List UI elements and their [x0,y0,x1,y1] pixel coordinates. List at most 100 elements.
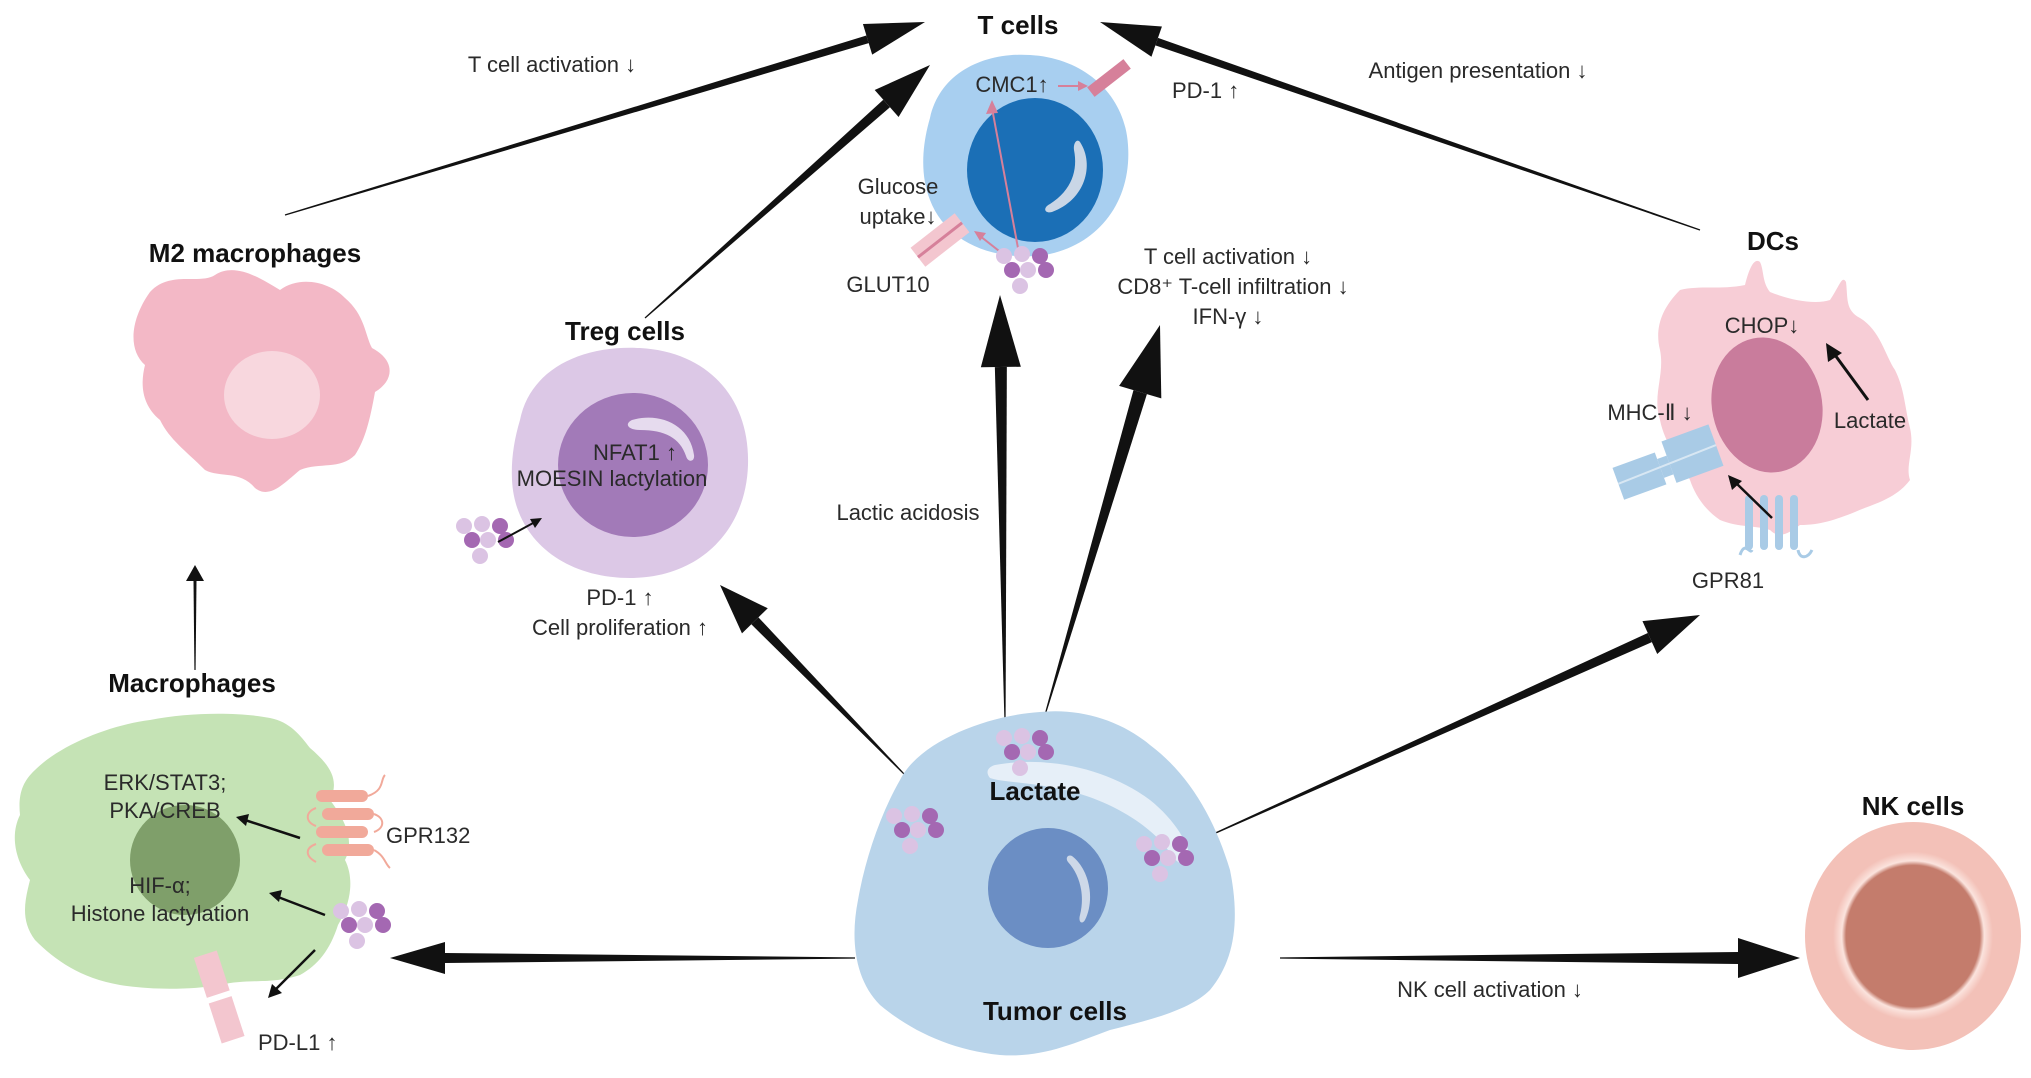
t-cells-title: T cells [978,10,1059,40]
lactate-molecule [996,730,1012,746]
lactate-cluster [456,516,514,564]
arrow-treg-to-tcells-shaft [644,99,890,319]
tumor-cells-title: Tumor cells [983,996,1127,1026]
m2-macrophages-title: M2 macrophages [149,238,361,268]
mhc2-receptor [1612,424,1724,500]
gpr132-receptor [306,774,391,869]
arrow-dc-to-tcells-shaft [1155,37,1701,231]
cmc1-label: CMC1↑ [975,72,1048,97]
lactate-cluster [886,806,944,854]
arrow-tumor-to-tcells [980,295,1021,721]
macrophage-pathway-2a: HIF-α; [129,873,191,898]
macrophage-pathway-1a: ERK/STAT3; [104,770,227,795]
t-cell [910,54,1131,294]
tumor-cell-nucleus [988,828,1108,948]
lactate-molecule [492,518,508,534]
dendritic-cell [1612,260,1912,559]
lactate-molecule [928,822,944,838]
macrophage-pathway-1b: PKA/CREB [109,798,220,823]
t-cell-effect-2: CD8⁺ T-cell infiltration ↓ [1117,274,1348,299]
lactate-molecule [1032,730,1048,746]
arrow-macrophage-to-m2-head [186,565,204,581]
arrowhead [974,231,986,241]
lactate-molecule [922,808,938,824]
lactate-molecule [351,901,367,917]
lactate-molecule [1014,246,1030,262]
lactate-molecule [886,808,902,824]
t-cell-nucleus-highlight [1045,140,1087,213]
lactate-molecule [341,917,357,933]
t-cell-effect-3: IFN-γ ↓ [1193,304,1264,329]
treg-cell-nucleus [558,393,708,537]
lactate-molecule [1038,744,1054,760]
lactate-molecule [349,933,365,949]
dc-lactate-label: Lactate [1834,408,1906,433]
tumor-nucleus-highlight [1066,855,1091,923]
arrow-tumor-to-treg-head [720,585,768,634]
nk-cell-nucleus [1851,866,1975,1006]
lactate-molecule [1020,262,1036,278]
lactate-molecule [1012,278,1028,294]
edge-label-m2-to-t: T cell activation ↓ [468,52,636,77]
lactate-molecule [910,822,926,838]
lactate-molecule [904,806,920,822]
lactate-cluster [1136,834,1194,882]
arrow-tumor-to-macrophage-head [390,942,445,974]
lactate-molecule [456,518,472,534]
arrow-dc-to-tcells-head [1100,22,1162,57]
lactate-molecule [1038,262,1054,278]
dcs-title: DCs [1747,226,1799,256]
arrow-tumor-to-macrophage [390,942,855,974]
treg-cells-title: Treg cells [565,316,685,346]
lactate-cluster [996,246,1054,294]
lactate-molecule [464,532,480,548]
arrowhead [236,814,249,826]
arrowhead [268,984,282,998]
nk-cells-title: NK cells [1862,791,1965,821]
lactate-molecule [1154,834,1170,850]
macrophage-nucleus [130,805,240,915]
lactate-molecule [1152,866,1168,882]
lactate-molecule [1178,850,1194,866]
lactate-molecule [1014,728,1030,744]
pdl1-receptor [193,950,245,1044]
lactate-molecule [1012,760,1028,776]
arrows-layer [186,22,1800,978]
treg-inner-1: NFAT1 ↑ [593,440,677,465]
pd1-label: PD-1 ↑ [1172,78,1239,103]
treg-effect-1: PD-1 ↑ [586,585,653,610]
dc-nucleus [1711,337,1823,473]
arrow-dc-to-tcells [1100,22,1701,231]
pdl1-label: PD-L1 ↑ [258,1030,337,1055]
arrow-tumor-to-macrophage-shaft [445,953,855,963]
arrow-tumor-to-nk-head [1738,938,1800,978]
m2-macrophage-nucleus [224,351,320,439]
lactate-molecule [894,822,910,838]
nk-cell [1805,822,2021,1050]
lactate-molecule [375,917,391,933]
edge-label-dc-to-t: Antigen presentation ↓ [1369,58,1588,83]
glut10-transporter [910,213,970,267]
lactate-molecule [1136,836,1152,852]
arrow-tumor-to-nk [1280,938,1800,978]
treg-nucleus-highlight [627,417,695,461]
edge-label-tumor-to-nk: NK cell activation ↓ [1397,977,1583,1002]
gpr81-label: GPR81 [1692,568,1764,593]
edge-label-lactic-acidosis: Lactic acidosis [836,500,979,525]
lactate-to-pdl1-arrow [274,949,316,991]
arrow-tumor-to-dc-head [1642,615,1700,654]
gpr81-to-mhc2-arrow [1734,481,1773,519]
lactate-molecule [357,917,373,933]
treg-cell [456,347,749,578]
arrow-tumor-to-dc [1199,615,1700,841]
treg-effect-2: Cell proliferation ↑ [532,615,708,640]
lactate-cluster [333,901,391,949]
arrow-treg-to-tcells-head [874,65,930,117]
lactate-molecule [1160,850,1176,866]
arrow-tumor-to-treg-shaft [751,617,906,776]
arrow-m2-to-tcells-shaft [284,35,869,216]
lactate-molecule [480,532,496,548]
tumor-lactate-label: Lactate [989,776,1080,806]
